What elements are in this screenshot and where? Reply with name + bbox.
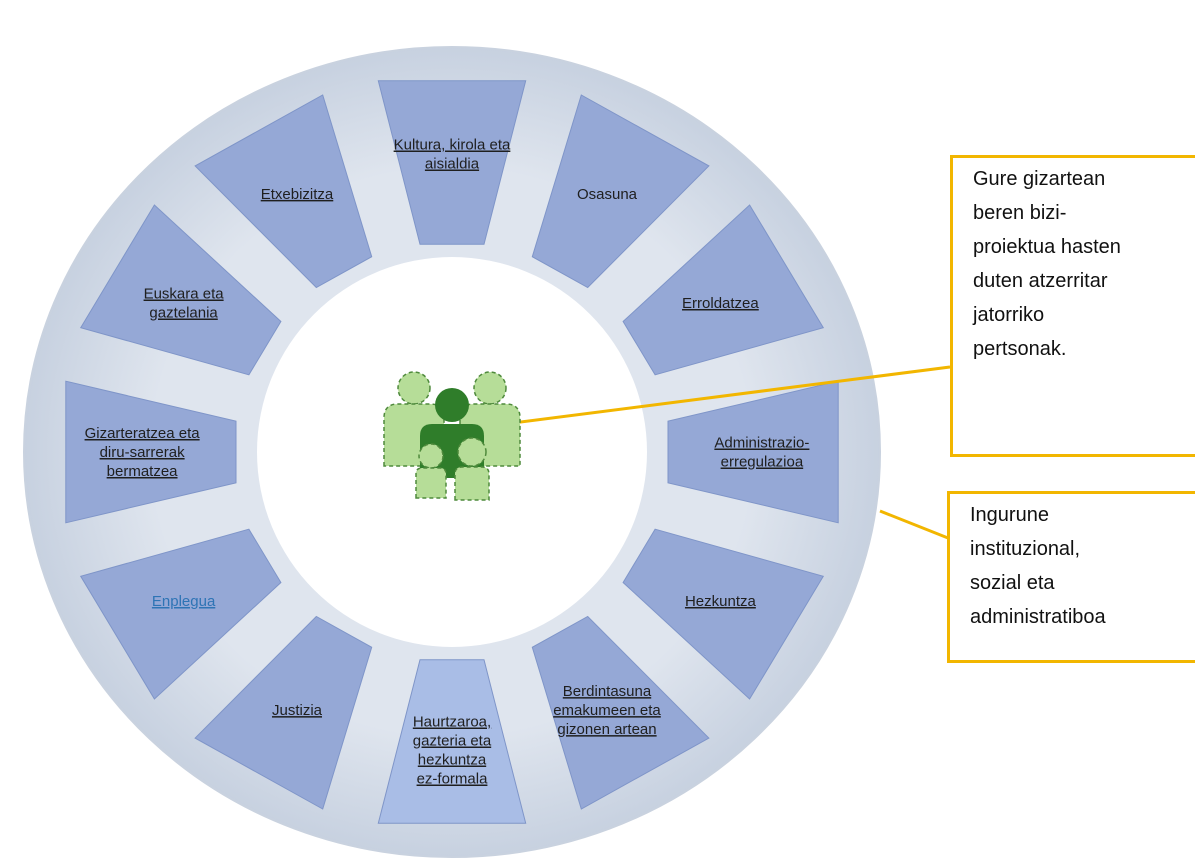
segment-12 xyxy=(194,94,373,289)
segment-10-label-line-2: diru-sarrerak xyxy=(100,444,186,461)
segment-4-label-line-1: Administrazio- xyxy=(714,435,809,452)
segment-4 xyxy=(667,380,839,524)
environment-callout-line-3: sozial eta xyxy=(970,572,1055,594)
segment-6-label-line-3: gizonen artean xyxy=(557,721,656,738)
segment-6-label-line-1: Berdintasuna xyxy=(563,683,652,700)
segment-11 xyxy=(79,204,282,376)
segment-8 xyxy=(194,615,373,810)
segment-1-label-line-1: Kultura, kirola eta xyxy=(394,137,511,154)
segment-10-label-line-1: Gizarteratzea eta xyxy=(85,425,201,442)
people-callout-line-4: duten atzerritar xyxy=(973,270,1108,292)
segment-1 xyxy=(377,80,527,245)
segment-10 xyxy=(65,380,237,524)
segment-8-label-line-1: Justizia xyxy=(272,702,323,719)
segment-9-label-line-1: Enplegua xyxy=(152,593,216,610)
people-connector-line xyxy=(496,365,951,427)
people-callout-line-1: Gure gizartean xyxy=(973,168,1106,190)
callout-connectors xyxy=(496,365,951,540)
segment-9 xyxy=(79,528,282,700)
environment-connector-line xyxy=(879,509,949,540)
environment-callout-line-4: administratiboa xyxy=(970,606,1106,628)
segment-6-label-line-2: emakumeen eta xyxy=(553,702,661,719)
segment-1-label-line-2: aisialdia xyxy=(425,156,480,173)
people-callout-line-3: proiektua hasten xyxy=(973,236,1121,258)
segment-7-label-line-2: gazteria eta xyxy=(413,733,492,750)
segment-7 xyxy=(377,659,527,824)
segment-11-label-line-1: Euskara eta xyxy=(144,286,225,303)
people-callout-line-2: beren bizi- xyxy=(973,202,1067,224)
segment-3 xyxy=(622,204,825,376)
segment-7-label-line-1: Haurtzaroa, xyxy=(413,714,491,731)
segment-3-label-line-1: Erroldatzea xyxy=(682,295,759,312)
segment-6 xyxy=(531,615,710,810)
segment-5-label-line-1: Hezkuntza xyxy=(685,593,757,610)
people-callout-line-6: pertsonak. xyxy=(973,338,1067,360)
segment-7-label-line-3: hezkuntza xyxy=(418,752,487,769)
segment-2 xyxy=(531,94,710,289)
segment-2-label-line-1: Osasuna xyxy=(577,186,638,203)
segment-12-label-line-1: Etxebizitza xyxy=(261,186,334,203)
people-callout-line-5: jatorriko xyxy=(973,304,1045,326)
segment-4-label-line-2: erregulazioa xyxy=(721,454,804,471)
segment-10-label-line-3: bermatzea xyxy=(107,463,179,480)
people-callout: Gure gizartean beren bizi- proiektua has… xyxy=(950,155,1195,457)
segments-group: Kultura, kirola eta aisialdiaOsasunaErrol… xyxy=(65,80,839,824)
environment-callout-line-1: Ingurune xyxy=(970,504,1049,526)
segment-7-label-line-4: ez-formala xyxy=(417,771,489,788)
segment-5 xyxy=(622,528,825,700)
environment-callout-line-2: instituzional, xyxy=(970,538,1081,560)
people-group-icon xyxy=(383,371,521,501)
environment-callout: Ingurune instituzional, sozial eta admin… xyxy=(947,491,1195,663)
segment-11-label-line-2: gaztelania xyxy=(149,305,218,322)
